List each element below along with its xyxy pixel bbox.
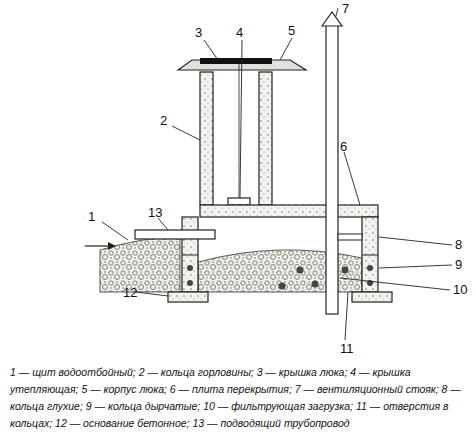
- callout-number: 10: [453, 283, 467, 297]
- callout-number: 6: [340, 140, 347, 154]
- callout-number: 3: [195, 26, 202, 40]
- callout-number: 12: [123, 286, 137, 300]
- callout-number: 9: [455, 258, 462, 272]
- callout-number: 13: [148, 206, 162, 220]
- callout-number: 5: [288, 24, 295, 38]
- callout-number: 7: [342, 2, 349, 16]
- callout-number: 11: [340, 342, 354, 356]
- callout-number: 4: [236, 26, 243, 40]
- callout-number: 2: [160, 114, 167, 128]
- callout-number: 1: [88, 210, 95, 224]
- figure-caption: 1 — щит водоотбойный; 2 — кольца горлови…: [10, 364, 465, 432]
- callout-number: 8: [455, 238, 462, 252]
